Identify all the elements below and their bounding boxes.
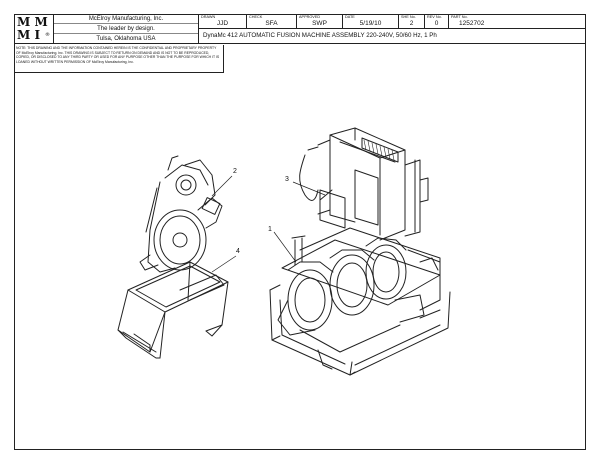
part-label: PART No. [451, 15, 468, 19]
callout-4: 4 [236, 248, 240, 255]
confidentiality-notice: NOTE: THIS DRAWING AND THE INFORMATION C… [14, 45, 224, 73]
callout-leaders [211, 175, 326, 273]
sheet-value: 2 [409, 20, 414, 27]
facer-stand [117, 261, 229, 359]
rev-label: REV No. [427, 15, 442, 19]
company-info: McElroy Manufacturing, Inc. The leader b… [54, 14, 199, 44]
drawn-value: JJD [216, 20, 229, 27]
drawn-label: DRAWN [201, 15, 216, 19]
callout-1: 1 [268, 226, 272, 233]
title-block: M M M I ® McElroy Manufacturing, Inc. Th… [14, 14, 586, 44]
part-cell: PART No. 1252702 [449, 14, 586, 29]
approved-value: SWP [312, 20, 327, 27]
date-value: 5/19/10 [359, 20, 382, 27]
logo-line-2: M I [17, 28, 41, 42]
callout-2: 2 [233, 168, 237, 175]
part-value: 1252702 [459, 20, 485, 27]
check-value: SFA [265, 20, 278, 27]
check-cell: CHECK SFA [247, 14, 297, 29]
logo-trademark: ® [45, 32, 50, 38]
title-block-row-1: DRAWN JJD CHECK SFA APPROVED SWP DATE 5/… [199, 14, 586, 29]
date-label: DATE [345, 15, 355, 19]
sheet-label: SHE No. [401, 15, 416, 19]
approved-label: APPROVED [299, 15, 321, 19]
company-slogan: The leader by design. [54, 24, 198, 34]
drawing-sheet-border [14, 14, 586, 450]
rev-cell: REV No. 0 [425, 14, 449, 29]
check-label: CHECK [249, 15, 263, 19]
callout-3: 3 [285, 176, 289, 183]
company-location: Tulsa, Oklahoma USA [96, 36, 156, 42]
drawn-cell: DRAWN JJD [199, 14, 247, 29]
rev-value: 0 [434, 20, 439, 27]
fusion-machine [269, 127, 451, 376]
approved-cell: APPROVED SWP [297, 14, 343, 29]
logo-line-1: M M [17, 15, 48, 29]
company-name: McElroy Manufacturing, Inc. [54, 14, 198, 24]
facer-assembly [139, 155, 223, 273]
sheet-cell: SHE No. 2 [399, 14, 425, 29]
drawing-title: DynaMc 412 AUTOMATIC FUSION MACHINE ASSE… [203, 32, 437, 39]
company-logo: M M M I ® [14, 14, 54, 44]
title-block-row-2: DynaMc 412 AUTOMATIC FUSION MACHINE ASSE… [199, 29, 586, 44]
date-cell: DATE 5/19/10 [343, 14, 399, 29]
